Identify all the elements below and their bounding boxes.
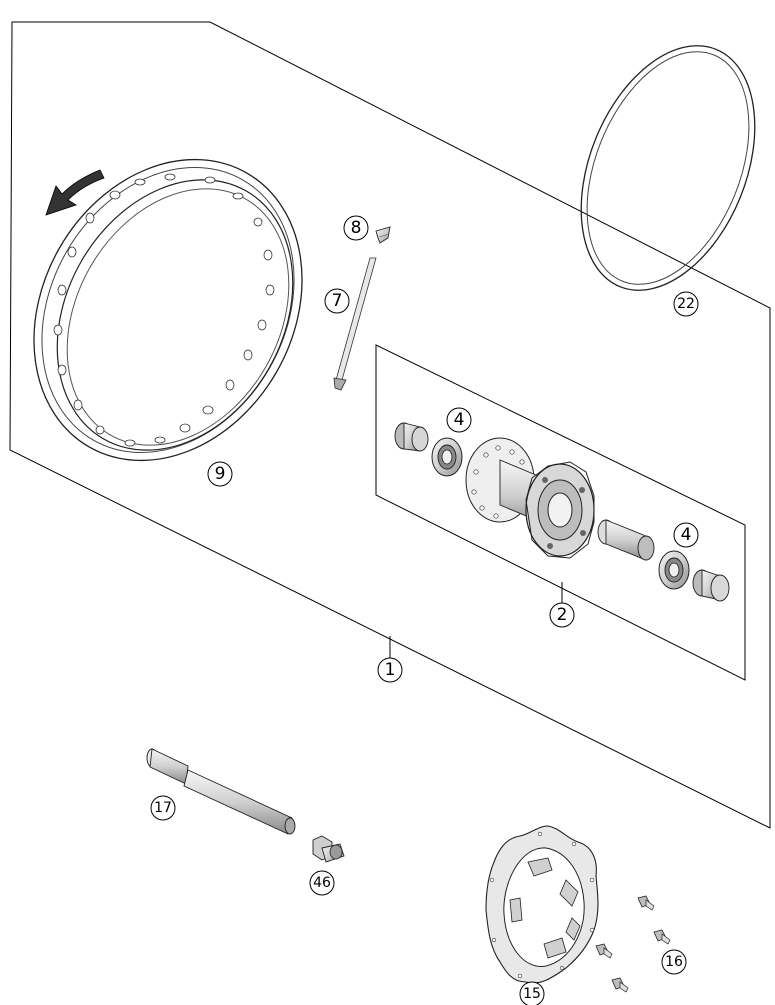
rim-spoke-holes [53, 173, 275, 447]
disc-bolt [653, 929, 671, 945]
assembly-panel-outline [9, 21, 771, 829]
leader-lines [389, 582, 563, 658]
hub-body [465, 437, 595, 559]
spacer-right [692, 569, 730, 602]
disc-bolts [595, 895, 671, 993]
svg-text:7: 7 [332, 291, 343, 311]
rim-tape [580, 45, 756, 291]
callout-17: 17 [150, 795, 176, 821]
axle [146, 748, 296, 835]
callout-9: 9 [207, 461, 233, 487]
svg-text:15: 15 [523, 986, 541, 1002]
svg-text:9: 9 [215, 464, 226, 484]
rotation-arrow-icon [45, 169, 105, 216]
callout-22: 22 [673, 291, 699, 317]
brake-disc [485, 825, 599, 984]
spoke [333, 257, 377, 391]
disc-bolt [637, 895, 655, 911]
svg-text:4: 4 [454, 410, 465, 430]
svg-text:2: 2 [557, 605, 568, 625]
svg-text:16: 16 [665, 954, 683, 970]
callout-7: 7 [324, 288, 350, 314]
svg-text:1: 1 [385, 660, 396, 680]
rim [33, 158, 303, 462]
callout-4-right: 4 [673, 522, 699, 548]
svg-text:17: 17 [154, 800, 172, 816]
bearing-left [431, 437, 463, 477]
callout-8: 8 [343, 215, 369, 241]
callout-2: 2 [549, 602, 575, 628]
callout-1: 1 [377, 657, 403, 683]
svg-text:46: 46 [313, 875, 331, 891]
bearing-right [658, 550, 690, 590]
svg-text:22: 22 [677, 296, 695, 312]
callout-16: 16 [661, 949, 687, 975]
svg-text:4: 4 [681, 525, 692, 545]
disc-bolt [595, 943, 613, 959]
callout-15: 15 [519, 981, 545, 1005]
hub-panel-outline [375, 344, 746, 681]
callout-4-left: 4 [446, 407, 472, 433]
spacer-left [394, 422, 429, 452]
callout-46: 46 [309, 870, 335, 896]
spoke-nipple [375, 226, 391, 244]
svg-text:8: 8 [351, 218, 362, 238]
disc-bolt [611, 977, 629, 993]
axle-nut [312, 835, 345, 863]
hub-spacer-tube [597, 519, 655, 561]
